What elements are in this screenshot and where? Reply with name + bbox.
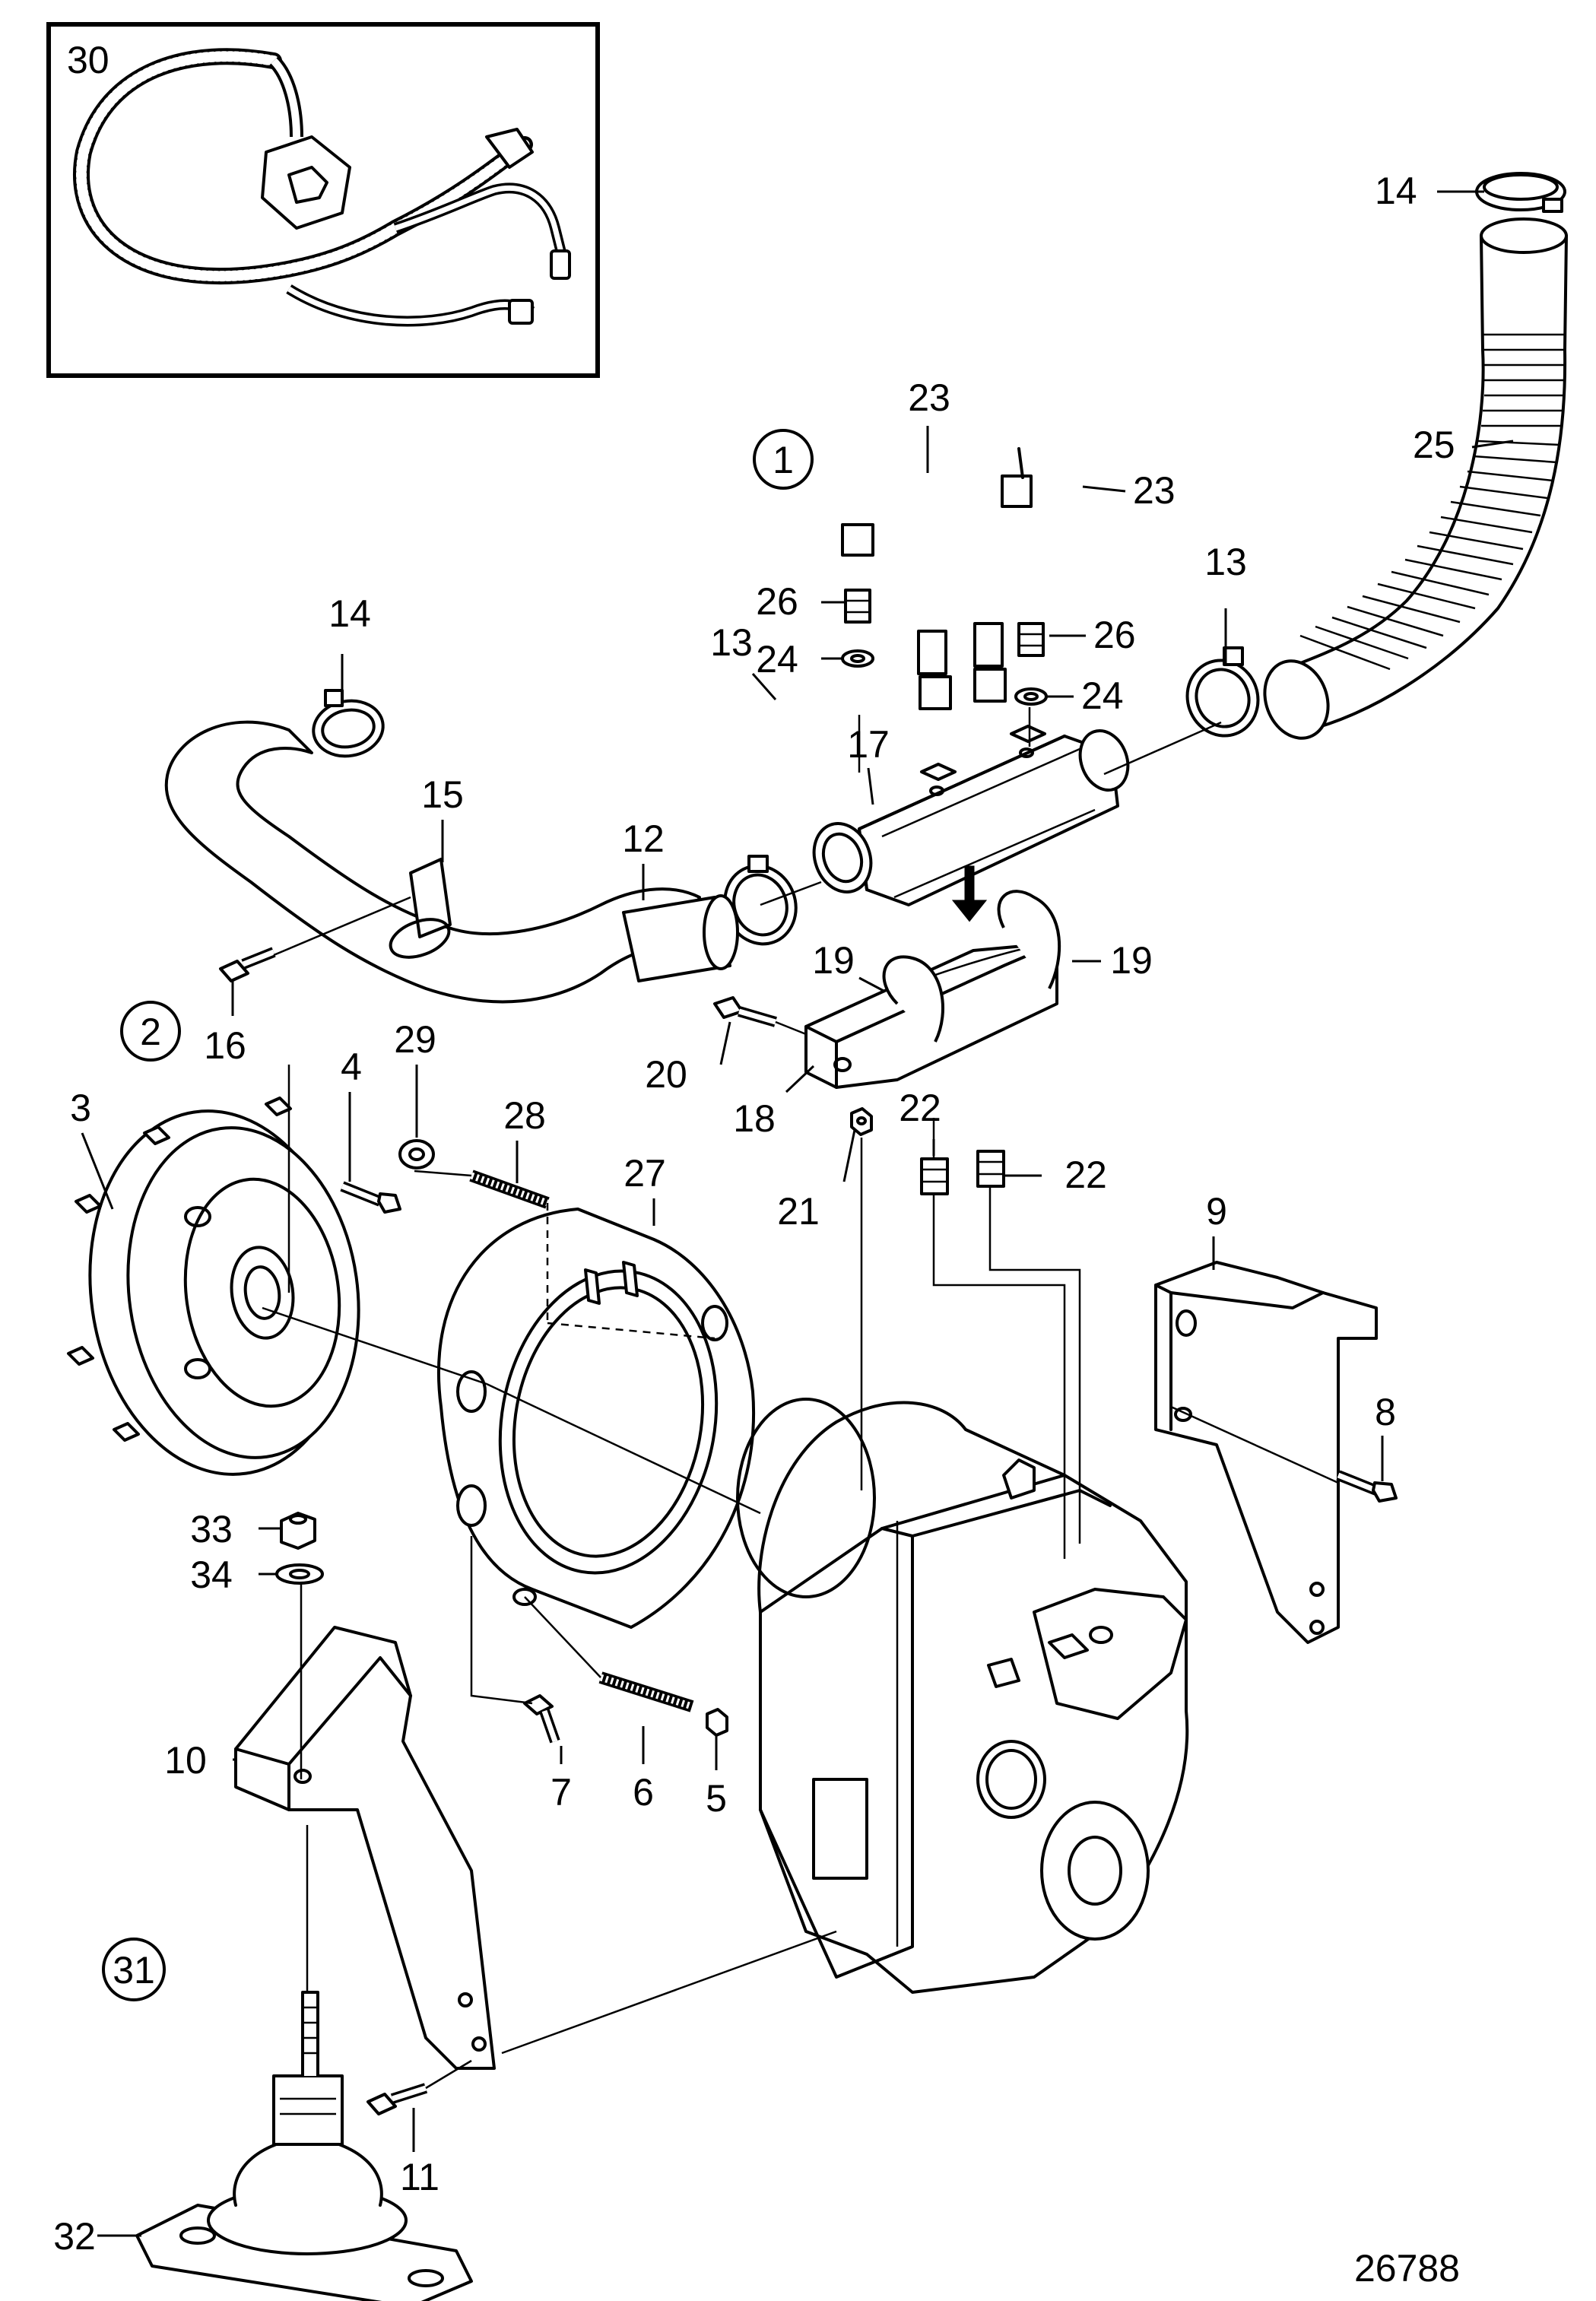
inset-label: 30: [67, 39, 109, 81]
washer-34: [275, 1563, 324, 1585]
stud-28: [469, 1170, 550, 1209]
diagram-id: 26788: [1354, 2247, 1460, 2290]
callout-13-left: 13: [710, 621, 753, 664]
callout-28: 28: [503, 1094, 546, 1137]
bolt-8: [1336, 1470, 1398, 1503]
clamps-19: [882, 890, 1061, 1043]
callout-29: 29: [394, 1018, 436, 1061]
washer-29: [398, 1139, 435, 1170]
down-arrow-icon: [951, 865, 988, 922]
callout-5: 5: [706, 1777, 727, 1820]
callout-22-right: 22: [1065, 1154, 1107, 1196]
bracket-9: [1154, 1261, 1378, 1644]
callout-32: 32: [53, 2215, 96, 2258]
callout-33: 33: [190, 1508, 233, 1550]
adapter-plate-27: [436, 1208, 755, 1629]
bolt-11: [366, 2083, 428, 2115]
callout-circle-2: 2: [120, 1001, 181, 1062]
callout-23-top: 23: [908, 376, 950, 419]
callout-11: 11: [400, 2156, 439, 2198]
bracket-10: [234, 1626, 496, 2070]
callout-21: 21: [777, 1190, 820, 1233]
nut-21: [850, 1107, 873, 1136]
callout-10: 10: [164, 1739, 207, 1782]
hose-clamp-14-left: [312, 689, 385, 758]
callout-19-left: 19: [812, 939, 855, 982]
cooler-17: [812, 725, 1130, 906]
callout-23-right: 23: [1133, 469, 1176, 512]
callout-24-left: 24: [756, 638, 798, 681]
hose-clamp-13-right: [1185, 646, 1260, 738]
callout-4: 4: [341, 1046, 362, 1088]
adapters-26: [844, 589, 1045, 657]
leader-lines: [81, 190, 1514, 2237]
callout-circle-31: 31: [102, 1938, 166, 2001]
bolt-20: [713, 996, 777, 1027]
gearbox: [736, 1398, 1189, 1994]
corrugated-hose-25: [1263, 217, 1568, 740]
callout-24-right: 24: [1081, 674, 1124, 717]
bolt-4: [340, 1181, 401, 1214]
callout-34: 34: [190, 1554, 233, 1596]
nut-33: [280, 1512, 316, 1550]
coupling-3: [67, 1097, 360, 1476]
engine-mount-32: [135, 1991, 473, 2301]
callout-14-top: 14: [1375, 170, 1417, 212]
callout-14-left: 14: [328, 592, 371, 635]
callout-12: 12: [622, 817, 665, 860]
callout-19-right: 19: [1110, 939, 1153, 982]
svg-text:1: 1: [773, 439, 794, 481]
callout-9: 9: [1206, 1190, 1227, 1233]
callout-27: 27: [623, 1152, 666, 1195]
pipes-23: [841, 424, 1087, 710]
svg-text:31: 31: [113, 1949, 155, 1992]
hose-12: [164, 720, 739, 1004]
callout-8: 8: [1375, 1391, 1396, 1433]
nut-5: [706, 1708, 728, 1737]
inset-wiring-harness: 30: [46, 22, 600, 378]
callout-26-right: 26: [1093, 614, 1136, 656]
stud-6: [598, 1671, 694, 1712]
bolt-16: [219, 947, 276, 982]
callout-13-right: 13: [1204, 541, 1247, 583]
callout-20: 20: [645, 1053, 687, 1096]
callout-26-left: 26: [756, 580, 798, 623]
bolt-7: [523, 1694, 560, 1744]
callout-15: 15: [421, 773, 464, 816]
callout-25: 25: [1413, 424, 1455, 466]
callout-3: 3: [70, 1087, 91, 1129]
callout-6: 6: [633, 1771, 654, 1814]
callout-labels: 14 14 25 23 23 26 26 24 24 13 13 17 15 1…: [53, 170, 1455, 2258]
bracket-clamp-15: [389, 858, 452, 959]
callout-17: 17: [847, 723, 890, 766]
callout-22-left: 22: [899, 1087, 941, 1129]
svg-text:2: 2: [140, 1011, 161, 1053]
hose-clamp-14-top: [1475, 172, 1566, 213]
callout-circle-1: 1: [753, 429, 814, 490]
callout-16: 16: [204, 1024, 246, 1067]
callout-18: 18: [733, 1097, 776, 1140]
callout-7: 7: [551, 1771, 572, 1814]
